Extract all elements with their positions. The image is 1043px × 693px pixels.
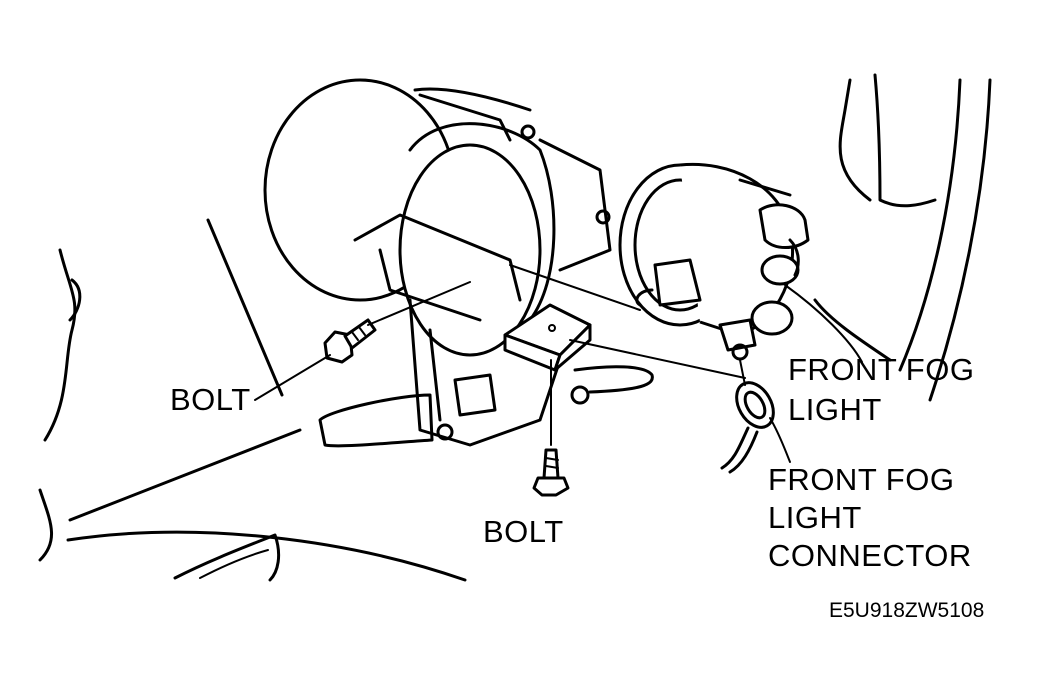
bumper-body-outline bbox=[38, 73, 992, 582]
leader-lines bbox=[254, 284, 863, 463]
front-fog-light-connector-label-line1: FRONT FOG bbox=[768, 462, 955, 497]
bolt-left-label: BOLT bbox=[170, 382, 251, 417]
front-fog-light-connector-label-line3: CONNECTOR bbox=[768, 538, 972, 573]
bolt-left-icon bbox=[323, 318, 377, 364]
front-fog-light-connector-label-line2: LIGHT bbox=[768, 500, 862, 535]
installation-guide-lines bbox=[367, 264, 746, 446]
mounting-block bbox=[503, 303, 592, 372]
front-fog-light-label-line2: LIGHT bbox=[788, 392, 882, 427]
front-fog-light-label-line1: FRONT FOG bbox=[788, 352, 975, 387]
figure-code: E5U918ZW5108 bbox=[829, 599, 985, 622]
bolt-bottom-label: BOLT bbox=[483, 514, 564, 549]
fog-light-connector bbox=[720, 381, 775, 474]
fog-light-bracket bbox=[263, 78, 654, 448]
fog-light-unit bbox=[618, 162, 810, 361]
bolt-bottom-icon bbox=[532, 448, 570, 497]
